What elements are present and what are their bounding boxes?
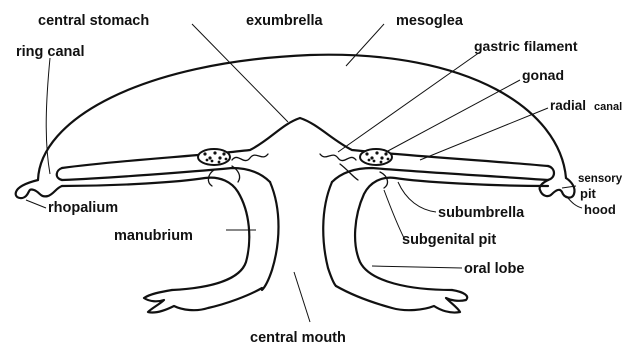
label-exumbrella: exumbrella	[246, 13, 323, 29]
label-pit: pit	[580, 186, 597, 201]
label-oral-lobe: oral lobe	[464, 261, 524, 277]
leader-central-stomach	[192, 24, 288, 122]
label-gastric-filament: gastric filament	[474, 38, 578, 54]
leader-mesoglea	[346, 24, 384, 66]
bell-margin-right	[540, 178, 575, 198]
gastric-filament-right-lower	[340, 164, 358, 180]
label-sensory: sensory	[578, 173, 623, 185]
ring-canal-left-end	[57, 168, 62, 180]
radial-canal-upper	[62, 118, 548, 168]
label-manubrium: manubrium	[114, 228, 193, 244]
label-ring-canal: ring canal	[16, 44, 85, 60]
leader-gonad	[386, 80, 520, 152]
label-central-mouth: central mouth	[250, 330, 346, 346]
leader-oral-lobe	[372, 266, 462, 268]
gonad-left	[198, 149, 230, 165]
label-radial: radial	[550, 98, 586, 113]
leader-central-mouth	[294, 272, 310, 322]
bell-margin-left	[16, 180, 62, 198]
gastric-filament-left	[232, 154, 268, 161]
label-subumbrella: subumbrella	[438, 205, 525, 221]
manubrium-left-inner	[262, 182, 279, 290]
oral-lobe-left-frill	[144, 288, 262, 313]
gastric-filament-right	[320, 154, 356, 161]
label-gonad: gonad	[522, 67, 564, 83]
leader-subumbrella	[398, 182, 436, 212]
leader-ring-canal	[46, 58, 50, 174]
label-rhopalium: rhopalium	[48, 200, 118, 216]
leader-rhopalium	[26, 200, 46, 208]
label-mesoglea: mesoglea	[396, 13, 464, 29]
leader-gastric-filament	[338, 52, 480, 152]
radial-canal-lower	[62, 168, 548, 182]
manubrium-right-inner	[323, 182, 336, 286]
label-subgenital-pit: subgenital pit	[402, 232, 496, 248]
label-hood: hood	[584, 202, 616, 217]
label-canal: canal	[594, 101, 622, 113]
label-central-stomach: central stomach	[38, 13, 149, 29]
ring-canal-right-end	[548, 166, 554, 180]
leader-subgenital-pit	[384, 190, 404, 238]
leader-radial-canal	[420, 108, 548, 160]
